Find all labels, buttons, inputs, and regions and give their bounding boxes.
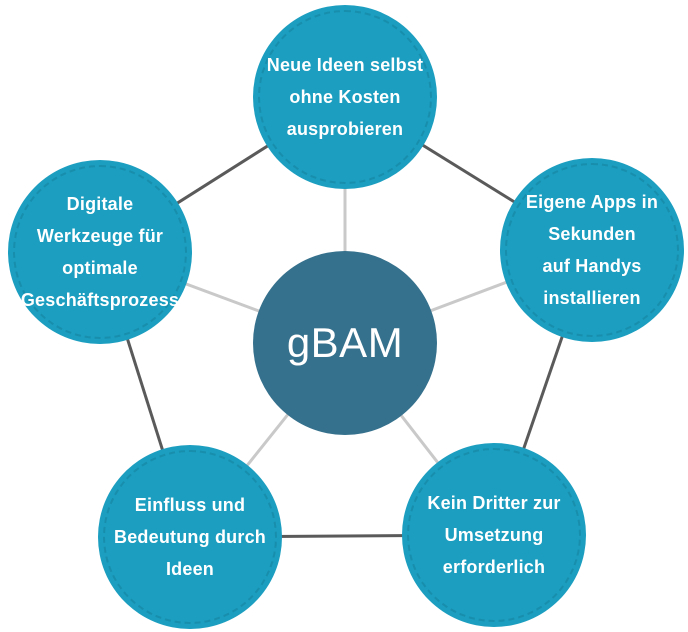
node-bottom-left-line-3: Ideen (165, 559, 214, 579)
node-left-circle: Digitale Werkzeuge für optimale Geschäft… (8, 160, 192, 344)
node-left-label: Digitale Werkzeuge für optimale Geschäft… (21, 188, 179, 316)
node-bottom-right-label: Kein Dritter zur Umsetzung erforderlich (427, 487, 560, 583)
node-left-line-4: Geschäftsprozess (20, 290, 180, 310)
node-left-line-2: Werkzeuge für (36, 226, 164, 246)
node-top-line-3: ausprobieren (286, 119, 404, 139)
center-node-label: gBAM (286, 319, 404, 366)
node-right-line-2: Sekunden (548, 224, 636, 244)
node-right-line-1: Eigene Apps in (525, 192, 659, 212)
node-right-line-4: installieren (543, 288, 641, 308)
node-right-line-3: auf Handys (542, 256, 642, 276)
node-top-line-1: Neue Ideen selbst (266, 55, 424, 75)
node-top-circle: Neue Ideen selbst ohne Kosten ausprobier… (253, 5, 437, 189)
node-bottom-right-line-2: Umsetzung (444, 525, 544, 545)
node-top-line-2: ohne Kosten (289, 87, 401, 107)
node-top-label: Neue Ideen selbst ohne Kosten ausprobier… (267, 49, 423, 145)
node-left-line-3: optimale (62, 258, 138, 278)
node-bottom-left-label: Einfluss und Bedeutung durch Ideen (114, 489, 266, 585)
node-right-label: Eigene Apps in Sekunden auf Handys insta… (526, 186, 658, 314)
node-left-line-1: Digitale (66, 194, 134, 214)
node-bottom-left-line-2: Bedeutung durch (114, 527, 266, 547)
node-bottom-right-circle: Kein Dritter zur Umsetzung erforderlich (402, 443, 586, 627)
center-node-circle: gBAM (253, 251, 437, 435)
node-right-circle: Eigene Apps in Sekunden auf Handys insta… (500, 158, 684, 342)
node-bottom-right-line-3: erforderlich (442, 557, 546, 577)
node-bottom-left-circle: Einfluss und Bedeutung durch Ideen (98, 445, 282, 629)
node-bottom-left-line-1: Einfluss und (134, 495, 246, 515)
node-bottom-right-line-1: Kein Dritter zur (427, 493, 561, 513)
